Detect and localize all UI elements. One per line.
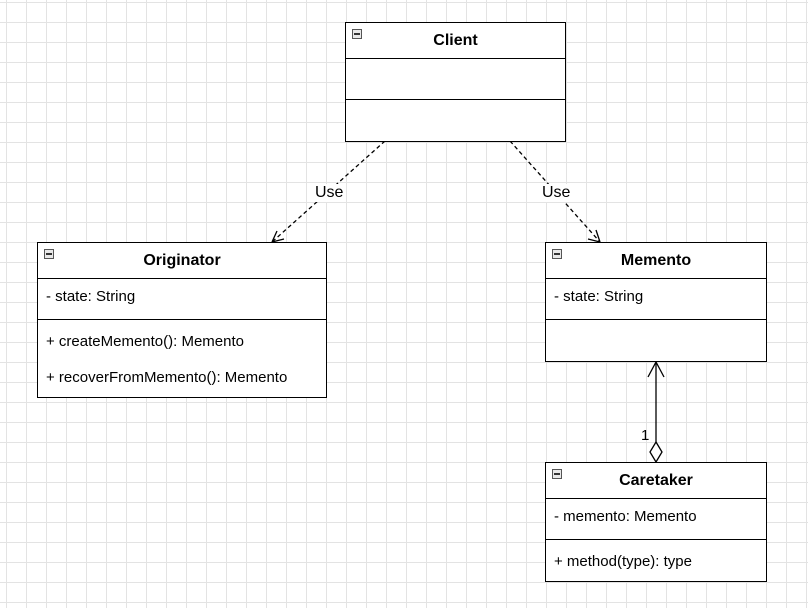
class-originator[interactable]: Originator - state: String + createMemen…	[37, 242, 327, 398]
class-memento-operations	[546, 320, 766, 361]
collapse-icon[interactable]	[552, 249, 562, 259]
class-memento-attributes: - state: String	[546, 279, 766, 320]
class-caretaker-header[interactable]: Caretaker	[546, 463, 766, 499]
dependency-client-memento-arrowhead	[587, 229, 601, 243]
relation-label-client-originator: Use	[314, 184, 345, 202]
multiplicity-label: 1	[641, 427, 650, 444]
operation-method: + method(type): type	[554, 553, 692, 570]
class-client-header[interactable]: Client	[346, 23, 565, 59]
class-originator-operations: + createMemento(): Memento + recoverFrom…	[38, 320, 326, 396]
collapse-icon[interactable]	[44, 249, 54, 259]
class-name: Originator	[143, 251, 221, 269]
dependency-client-originator-line	[271, 140, 386, 243]
aggregation-diamond	[649, 440, 663, 464]
dependency-client-originator-arrowhead	[271, 230, 285, 243]
attribute-memento: - memento: Memento	[554, 508, 697, 525]
relation-label-client-memento: Use	[541, 184, 572, 202]
class-caretaker-attributes: - memento: Memento	[546, 499, 766, 540]
class-client-attributes	[346, 59, 565, 100]
class-originator-header[interactable]: Originator	[38, 243, 326, 279]
class-originator-attributes: - state: String	[38, 279, 326, 320]
class-memento[interactable]: Memento - state: String	[545, 242, 767, 362]
collapse-icon[interactable]	[552, 469, 562, 479]
class-memento-header[interactable]: Memento	[546, 243, 766, 279]
operation-recover-from-memento: + recoverFromMemento(): Memento	[46, 369, 288, 386]
class-name: Caretaker	[619, 471, 693, 489]
class-name: Memento	[620, 251, 692, 269]
class-client[interactable]: Client	[345, 22, 566, 142]
class-caretaker[interactable]: Caretaker - memento: Memento + method(ty…	[545, 462, 767, 582]
attribute-state: - state: String	[554, 288, 644, 305]
class-caretaker-operations: + method(type): type	[546, 540, 766, 580]
collapse-icon[interactable]	[352, 29, 362, 39]
attribute-state: - state: String	[46, 288, 136, 305]
operation-create-memento: + createMemento(): Memento	[46, 333, 244, 350]
class-client-operations	[346, 100, 565, 141]
class-name: Client	[433, 31, 478, 49]
aggregation-arrowhead	[647, 360, 665, 378]
dependency-client-memento-line	[509, 140, 601, 243]
